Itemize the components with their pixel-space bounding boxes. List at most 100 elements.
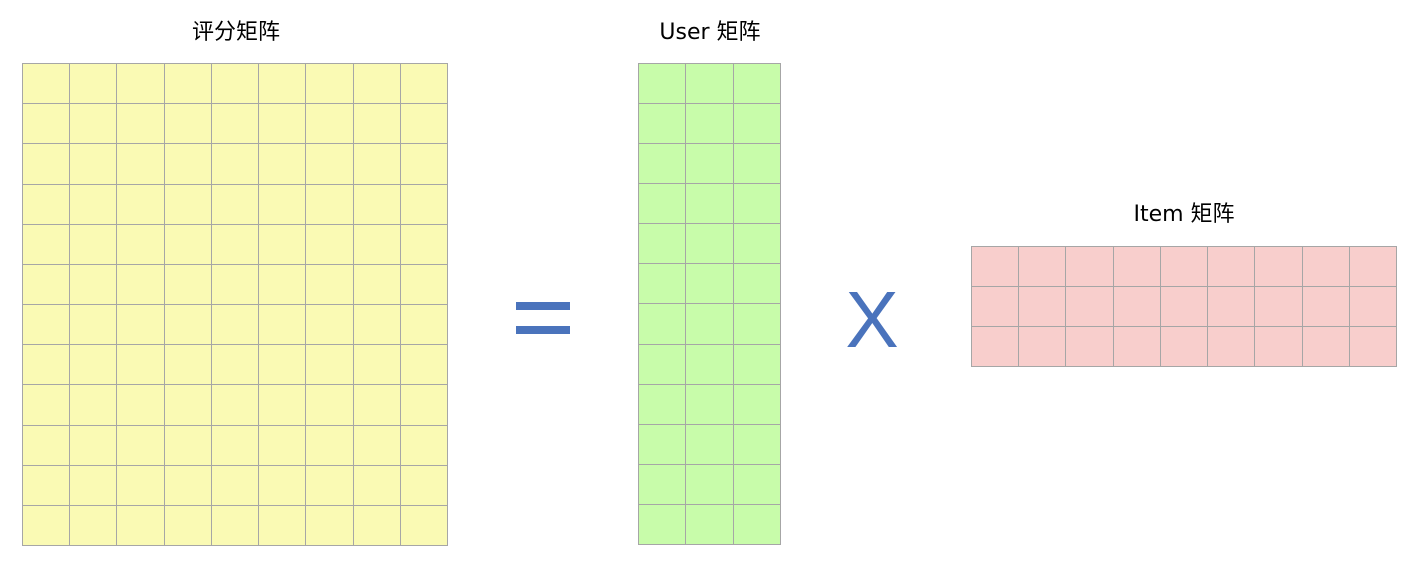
rating-matrix-cell bbox=[23, 425, 71, 466]
user-matrix-cell bbox=[686, 104, 734, 145]
rating-matrix-cell bbox=[117, 104, 165, 145]
rating-matrix-cell bbox=[259, 465, 307, 506]
user-matrix-cell bbox=[686, 464, 734, 505]
rating-matrix-cell bbox=[259, 224, 307, 265]
item-matrix-cell bbox=[1302, 287, 1350, 327]
rating-matrix-cell bbox=[259, 64, 307, 105]
rating-matrix-cell bbox=[306, 465, 354, 506]
rating-matrix bbox=[22, 63, 448, 546]
rating-matrix-cell bbox=[259, 184, 307, 225]
rating-matrix-cell bbox=[164, 305, 212, 346]
rating-matrix-cell bbox=[353, 385, 401, 426]
rating-matrix-cell bbox=[259, 345, 307, 386]
rating-matrix-cell bbox=[400, 264, 448, 305]
rating-matrix-cell bbox=[70, 224, 118, 265]
rating-matrix-cell bbox=[259, 385, 307, 426]
item-matrix-cell bbox=[1066, 327, 1114, 367]
rating-matrix-cell bbox=[259, 144, 307, 185]
rating-matrix-cell bbox=[164, 64, 212, 105]
user-matrix-cell bbox=[733, 144, 781, 185]
rating-matrix-cell bbox=[23, 104, 71, 145]
item-matrix-cell bbox=[1208, 247, 1256, 287]
rating-matrix-cell bbox=[211, 425, 260, 466]
user-matrix-cell bbox=[639, 344, 687, 385]
item-matrix-cell bbox=[1208, 327, 1256, 367]
rating-matrix-cell bbox=[23, 144, 71, 185]
user-matrix-cell bbox=[639, 104, 687, 145]
user-matrix-cell bbox=[733, 384, 781, 425]
rating-matrix-cell bbox=[23, 385, 71, 426]
equals-bar-bottom bbox=[516, 326, 570, 334]
rating-matrix-cell bbox=[306, 104, 354, 145]
user-matrix-cell bbox=[733, 184, 781, 225]
user-matrix-cell bbox=[733, 304, 781, 345]
rating-matrix-cell bbox=[353, 184, 401, 225]
user-matrix-cell bbox=[639, 464, 687, 505]
user-matrix-cell bbox=[733, 224, 781, 265]
item-matrix-cell bbox=[972, 327, 1020, 367]
rating-matrix-cell bbox=[23, 64, 71, 105]
rating-matrix-cell bbox=[353, 64, 401, 105]
item-matrix-cell bbox=[972, 287, 1020, 327]
multiply-sign: X bbox=[845, 275, 899, 364]
rating-matrix-cell bbox=[164, 224, 212, 265]
item-matrix-cell bbox=[1160, 247, 1209, 287]
rating-matrix-cell bbox=[353, 425, 401, 466]
rating-matrix-cell bbox=[164, 425, 212, 466]
rating-matrix-cell bbox=[400, 345, 448, 386]
rating-matrix-cell bbox=[306, 144, 354, 185]
rating-matrix-cell bbox=[400, 144, 448, 185]
rating-matrix-cell bbox=[211, 144, 260, 185]
rating-matrix-cell bbox=[70, 144, 118, 185]
rating-matrix-cell bbox=[353, 224, 401, 265]
equals-sign bbox=[508, 296, 578, 340]
item-matrix-cell bbox=[1255, 247, 1303, 287]
rating-matrix-cell bbox=[353, 345, 401, 386]
rating-matrix-cell bbox=[23, 305, 71, 346]
user-matrix bbox=[638, 63, 781, 545]
rating-matrix-cell bbox=[70, 465, 118, 506]
rating-matrix-cell bbox=[259, 505, 307, 546]
rating-matrix-cell bbox=[306, 184, 354, 225]
user-matrix-cell bbox=[639, 424, 687, 465]
item-matrix-cell bbox=[1066, 247, 1114, 287]
user-matrix-cell bbox=[686, 344, 734, 385]
rating-matrix-cell bbox=[117, 425, 165, 466]
user-matrix-cell bbox=[686, 184, 734, 225]
rating-matrix-cell bbox=[211, 505, 260, 546]
user-matrix-cell bbox=[686, 504, 734, 545]
rating-matrix-cell bbox=[353, 264, 401, 305]
item-matrix-cell bbox=[1349, 287, 1397, 327]
rating-matrix-cell bbox=[23, 505, 71, 546]
equals-bar-top bbox=[516, 302, 570, 310]
rating-matrix-cell bbox=[70, 104, 118, 145]
rating-matrix-cell bbox=[306, 345, 354, 386]
user-matrix-cell bbox=[733, 424, 781, 465]
rating-matrix-cell bbox=[400, 305, 448, 346]
rating-matrix-cell bbox=[70, 425, 118, 466]
rating-matrix-cell bbox=[164, 184, 212, 225]
rating-matrix-cell bbox=[117, 505, 165, 546]
user-matrix-cell bbox=[639, 304, 687, 345]
user-matrix-cell bbox=[733, 504, 781, 545]
rating-matrix-cell bbox=[259, 264, 307, 305]
rating-matrix-cell bbox=[306, 505, 354, 546]
user-matrix-cell bbox=[686, 384, 734, 425]
item-matrix-cell bbox=[972, 247, 1020, 287]
rating-matrix-cell bbox=[23, 184, 71, 225]
item-matrix-cell bbox=[1019, 327, 1067, 367]
item-matrix-cell bbox=[1160, 327, 1209, 367]
item-matrix-cell bbox=[1160, 287, 1209, 327]
item-matrix-title: Item 矩阵 bbox=[1133, 202, 1235, 227]
item-matrix-cell bbox=[1113, 327, 1161, 367]
rating-matrix-cell bbox=[117, 465, 165, 506]
rating-matrix-cell bbox=[117, 64, 165, 105]
rating-matrix-cell bbox=[400, 465, 448, 506]
item-matrix-cell bbox=[1302, 327, 1350, 367]
user-matrix-cell bbox=[639, 384, 687, 425]
item-matrix-cell bbox=[1113, 287, 1161, 327]
rating-matrix-cell bbox=[23, 345, 71, 386]
user-matrix-cell bbox=[686, 224, 734, 265]
rating-matrix-cell bbox=[164, 104, 212, 145]
item-matrix-cell bbox=[1113, 247, 1161, 287]
